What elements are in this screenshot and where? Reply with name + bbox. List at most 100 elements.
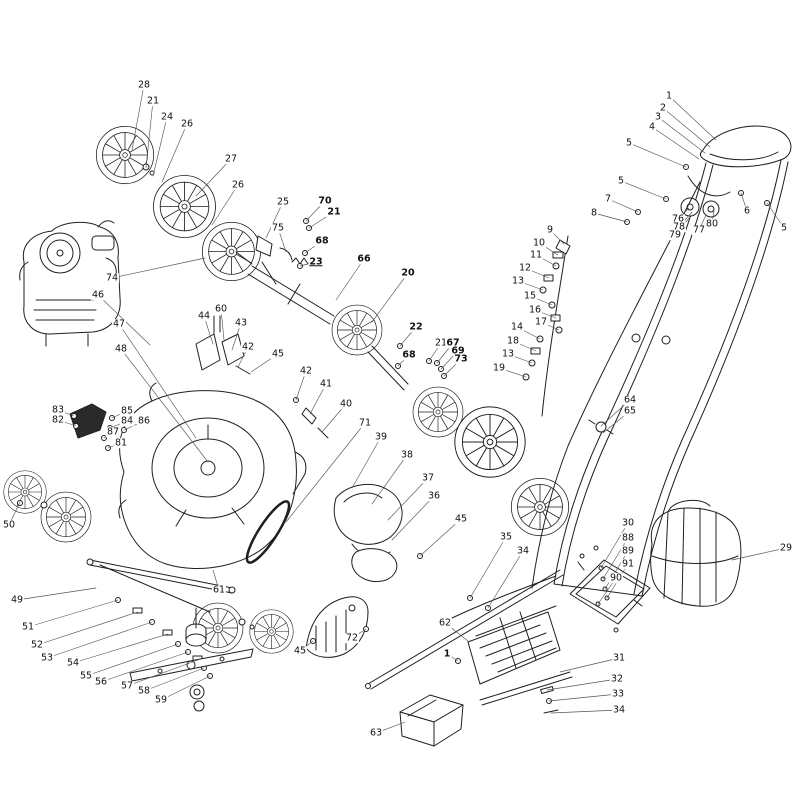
callout-49: 49 <box>9 594 25 606</box>
callout-21: 21 <box>145 95 161 107</box>
callout-73: 73 <box>453 353 469 365</box>
leader-line-29 <box>731 547 787 561</box>
callout-4: 4 <box>647 121 657 133</box>
callout-26: 26 <box>179 118 195 130</box>
mulch-plug <box>351 548 398 583</box>
callout-5: 5 <box>616 175 626 187</box>
callout-28: 28 <box>136 79 152 91</box>
callout-45: 45 <box>453 513 469 525</box>
leader-line-45 <box>419 518 462 557</box>
leader-line-31 <box>559 657 620 673</box>
callout-55: 55 <box>78 670 94 682</box>
callout-5: 5 <box>779 222 789 234</box>
callout-71: 71 <box>357 417 373 429</box>
leader-line-58 <box>143 667 205 692</box>
leader-line-42 <box>295 370 307 401</box>
leader-line-36 <box>391 495 435 541</box>
callout-39: 39 <box>373 431 389 443</box>
callout-14: 14 <box>509 321 525 333</box>
leader-line-48 <box>120 348 209 463</box>
callout-87: 87 <box>105 426 121 438</box>
leader-line-37 <box>387 477 429 521</box>
height-adjuster <box>195 315 251 375</box>
callout-43: 43 <box>233 317 249 329</box>
callout-80: 80 <box>704 218 720 230</box>
callout-17: 17 <box>533 316 549 328</box>
leader-line-8 <box>593 212 628 223</box>
callout-58: 58 <box>136 685 152 697</box>
callout-7: 7 <box>603 193 613 205</box>
drive-pulley <box>331 304 383 356</box>
leader-line-57 <box>126 659 199 687</box>
leader-line-33 <box>548 693 619 702</box>
callout-30: 30 <box>620 517 636 529</box>
wheel-left-inner <box>40 491 92 543</box>
leader-line-74 <box>111 257 206 279</box>
callout-61: 61 <box>211 584 227 596</box>
engine <box>19 220 121 347</box>
callout-68: 68 <box>401 349 417 361</box>
callout-18: 18 <box>505 335 521 347</box>
leader-line-66 <box>335 258 365 301</box>
callout-77: 77 <box>691 224 707 236</box>
leader-line-5 <box>628 142 687 168</box>
callout-20: 20 <box>400 267 416 279</box>
callout-56: 56 <box>93 676 109 688</box>
leader-line-59 <box>160 675 211 701</box>
callout-6: 6 <box>742 205 752 217</box>
callout-63: 63 <box>368 727 384 739</box>
callout-48: 48 <box>113 343 129 355</box>
callout-29: 29 <box>778 542 794 554</box>
callout-67: 67 <box>445 337 461 349</box>
callout-89: 89 <box>620 545 636 557</box>
callout-3: 3 <box>653 111 663 123</box>
leader-line-49 <box>16 587 97 601</box>
leader-line-38 <box>371 454 408 505</box>
leader-line-88 <box>602 537 629 580</box>
callout-19: 19 <box>491 362 507 374</box>
callout-85: 85 <box>119 405 135 417</box>
callout-25: 25 <box>275 196 291 208</box>
callout-62: 62 <box>437 617 453 629</box>
callout-42: 42 <box>240 341 256 353</box>
wheel-left-outer <box>3 470 47 514</box>
callout-22: 22 <box>408 321 424 333</box>
handle-assembly <box>531 125 792 597</box>
callout-13: 13 <box>500 348 516 360</box>
leader-line-25 <box>265 201 284 239</box>
mower-deck <box>118 382 307 569</box>
leader-line-2 <box>662 107 711 148</box>
trail-shield <box>305 596 369 658</box>
rear-wheel <box>454 406 526 478</box>
callout-21: 21 <box>433 337 449 349</box>
callout-40: 40 <box>338 398 354 410</box>
callout-10: 10 <box>531 237 547 249</box>
callout-83: 83 <box>50 404 66 416</box>
leader-line-4 <box>651 126 700 160</box>
callout-72: 72 <box>344 632 360 644</box>
leader-line-51 <box>27 599 119 628</box>
callout-15: 15 <box>522 290 538 302</box>
leader-line-26 <box>161 123 188 183</box>
callout-81: 81 <box>113 437 129 449</box>
callout-47: 47 <box>111 318 127 330</box>
callout-91: 91 <box>620 558 636 570</box>
leader-line-3 <box>657 116 706 154</box>
leader-line-34 <box>550 709 620 714</box>
callout-75: 75 <box>270 222 286 234</box>
leader-line-39 <box>351 436 382 489</box>
callout-2: 2 <box>658 102 668 114</box>
callout-68: 68 <box>314 235 330 247</box>
callout-1: 1 <box>664 90 674 102</box>
leader-line-24 <box>152 116 168 177</box>
callout-65: 65 <box>622 405 638 417</box>
leader-line-27 <box>195 158 232 197</box>
callout-74: 74 <box>104 272 120 284</box>
callout-54: 54 <box>65 657 81 669</box>
callout-84: 84 <box>119 415 135 427</box>
callout-37: 37 <box>420 472 436 484</box>
callout-41: 41 <box>318 378 334 390</box>
callout-23: 23 <box>308 256 324 268</box>
linkage <box>255 235 313 265</box>
